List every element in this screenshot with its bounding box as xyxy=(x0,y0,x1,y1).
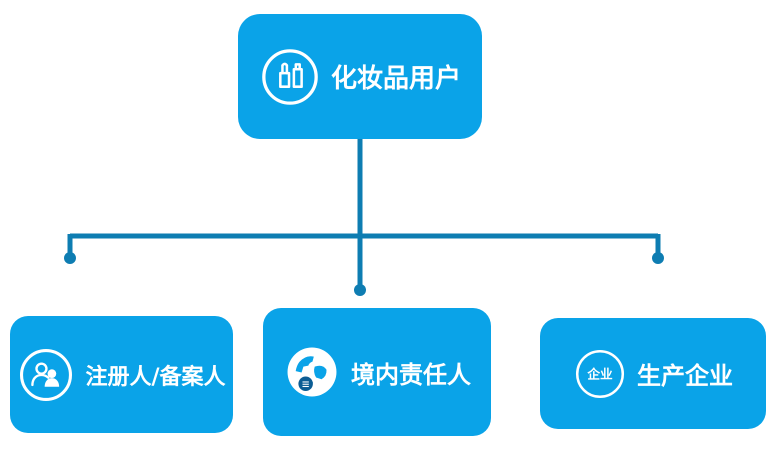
node-domestic-responsible: 境内责任人 xyxy=(263,308,491,436)
node-label: 化妆品用户 xyxy=(330,64,461,94)
enterprise-icon: 企业 xyxy=(573,347,627,401)
node-production-enterprise: 企业 生产企业 xyxy=(540,318,766,429)
node-cosmetics-user: 化妆品用户 xyxy=(238,14,482,139)
cosmetics-icon xyxy=(259,46,321,108)
globe-icon xyxy=(283,343,341,401)
node-label: 境内责任人 xyxy=(351,360,471,389)
node-label: 注册人/备案人 xyxy=(85,364,226,390)
people-icon xyxy=(17,346,75,404)
node-registrant: 注册人/备案人 xyxy=(10,316,233,433)
node-label: 生产企业 xyxy=(637,362,733,390)
enterprise-icon-text: 企业 xyxy=(586,366,613,381)
